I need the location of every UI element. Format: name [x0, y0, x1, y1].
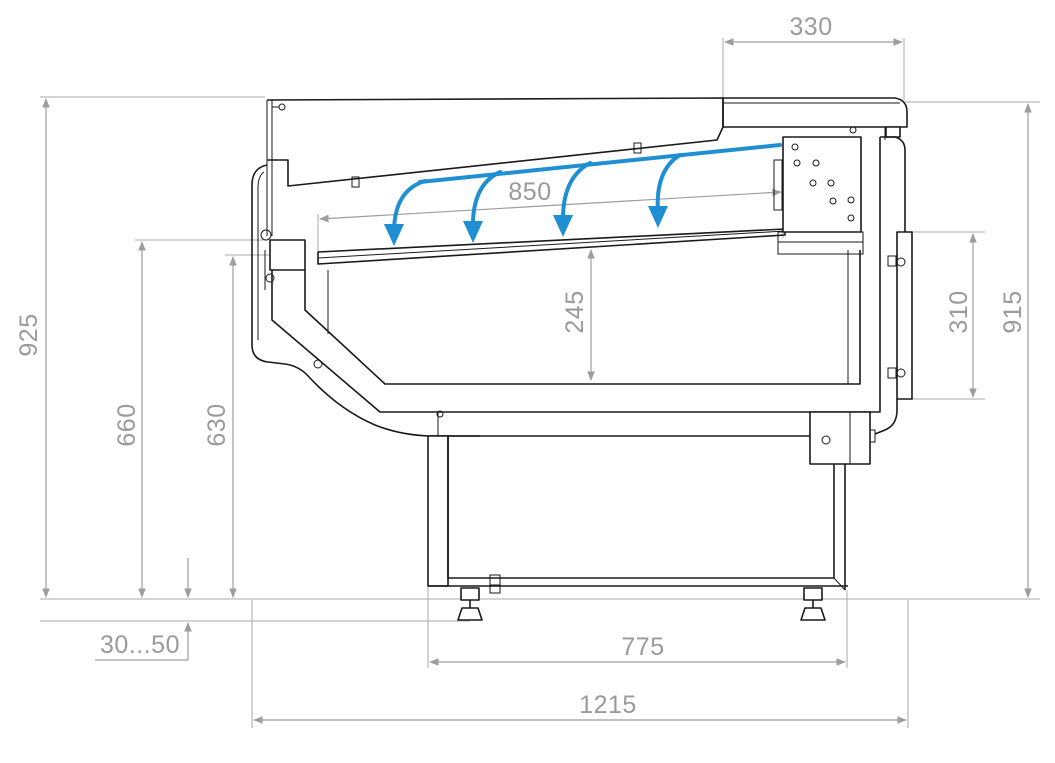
- side-panel: [896, 231, 913, 400]
- evaporator-unit: [782, 136, 862, 233]
- evaporator-holes: [791, 126, 857, 222]
- extension-lines: [40, 38, 1040, 728]
- label-top-width: 330: [789, 13, 832, 41]
- label-overall-width: 1215: [579, 691, 637, 719]
- label-height-630: 630: [203, 403, 231, 446]
- label-side-panel-height: 310: [945, 290, 973, 333]
- adjustable-leg-right: [800, 587, 826, 621]
- shelf: [317, 228, 786, 265]
- label-leg-adjustment: 30...50: [100, 631, 180, 659]
- tub-outer: [271, 137, 881, 413]
- label-overall-height: 925: [15, 313, 43, 356]
- front-glass: [251, 164, 480, 437]
- adjustable-leg-left: [457, 587, 483, 621]
- label-base-width: 775: [621, 633, 664, 661]
- label-inner-height: 245: [561, 290, 589, 333]
- top-glass: [266, 97, 724, 187]
- base-stand: [447, 436, 835, 579]
- label-shelf-depth: 850: [508, 178, 551, 206]
- label-back-height: 915: [999, 290, 1027, 333]
- airflow-arrows: [384, 143, 782, 246]
- condensing-unit: [809, 411, 871, 465]
- base-front-panel: [427, 435, 449, 587]
- display-case: [251, 97, 913, 621]
- dimension-labels: 330 850 925 660 630 245 310 915 30...50 …: [15, 13, 1027, 719]
- dimension-lines: [42, 38, 1032, 724]
- label-height-660: 660: [113, 403, 141, 446]
- tub: [304, 250, 861, 385]
